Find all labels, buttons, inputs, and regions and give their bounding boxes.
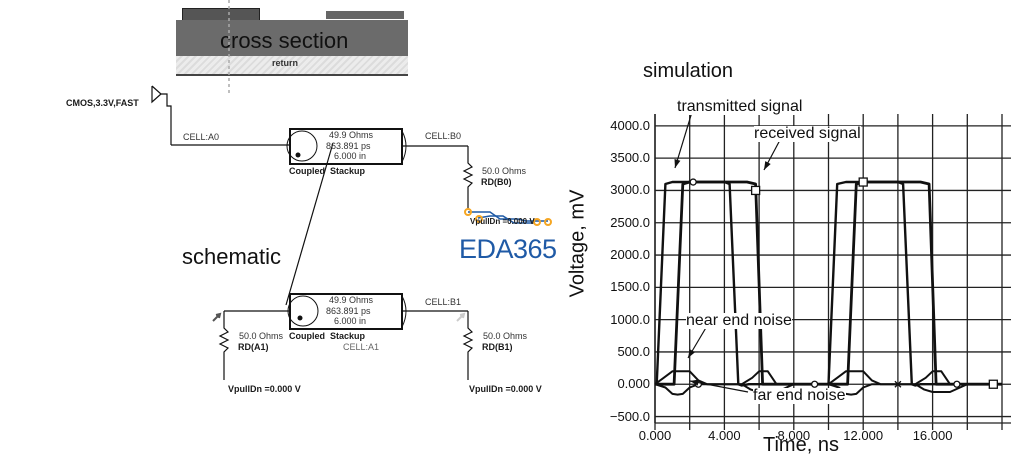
annotation-received: received signal — [754, 125, 861, 142]
y-tick-label: 3500.0 — [610, 150, 650, 166]
y-tick-label: 1000.0 — [610, 311, 650, 327]
stackup-top-length: 6.000 in — [334, 151, 367, 161]
series-marker — [689, 178, 697, 186]
annotation-near-end: near end noise — [686, 312, 792, 329]
pulldown-a1-label: VpullDn =0.000 V — [228, 384, 301, 394]
driver-icon — [151, 85, 162, 104]
series-marker — [858, 177, 868, 187]
x-tick-label: 4.000 — [708, 428, 741, 443]
annotation-far-end: far end noise — [753, 387, 846, 404]
x-tick-label: 8.000 — [777, 428, 811, 443]
arrow-far-end-head — [690, 379, 699, 386]
stackup-top[interactable]: 49.9 Ohms 863.891 ps 6.000 in Coupled St… — [289, 129, 402, 179]
y-tick-label: 500.0 — [617, 343, 650, 359]
y-tick-label: 2500.0 — [610, 214, 650, 230]
series-marker — [894, 380, 902, 388]
x-tick-label: 0.000 — [638, 428, 672, 443]
arrow-transmitted-head — [674, 159, 681, 168]
stackup-top-impedance: 49.9 Ohms — [329, 130, 374, 140]
chart-title: simulation — [643, 60, 734, 82]
resistor-b1-name: RD(B1) — [482, 342, 513, 352]
return-plane — [176, 56, 408, 76]
y-tick-label: 1500.0 — [610, 279, 650, 295]
stackup-bottom-name: Coupled Stackup — [289, 331, 366, 341]
schematic-label: schematic — [182, 244, 282, 269]
stackup-bottom-delay: 863.891 ps — [326, 306, 371, 316]
probe-a1-icon — [212, 312, 222, 322]
coupling-link — [285, 142, 334, 306]
resistor-a1-value: 50.0 Ohms — [239, 331, 284, 341]
stackup-bottom-length: 6.000 in — [334, 316, 367, 326]
stackup-top-box — [289, 128, 403, 165]
cross-section-title: cross section — [220, 28, 349, 53]
stackup-bottom[interactable]: 49.9 Ohms 863.891 ps 6.000 in Coupled St… — [289, 294, 402, 356]
schematic-wires — [151, 0, 552, 380]
logo-dot-icon — [464, 208, 472, 216]
y-tick-label: 2000.0 — [610, 247, 650, 263]
stackup-bottom-impedance: 49.9 Ohms — [329, 295, 374, 305]
series-marker — [988, 379, 998, 389]
y-tick-label: 0.000 — [617, 376, 650, 392]
resistor-b1-icon — [462, 311, 474, 380]
resistor-a1-icon — [218, 311, 230, 380]
y-tick-label: 3000.0 — [610, 182, 650, 198]
resistor-b0-value: 50.0 Ohms — [482, 166, 527, 176]
series-marker — [953, 380, 961, 388]
x-tick-label: 16.000 — [912, 428, 953, 443]
stackup-top-delay: 863.891 ps — [326, 141, 371, 151]
cell-b0-label: CELL:B0 — [425, 131, 462, 141]
y-tick-label: 4000.0 — [610, 117, 650, 133]
pulldown-b0-label: VpullDn =0.000 V — [470, 217, 535, 226]
trace-right — [326, 11, 404, 19]
driver-wire — [161, 93, 172, 145]
annotation-transmitted: transmitted signal — [677, 98, 803, 115]
watermark-logo: EDA365 — [459, 234, 557, 264]
x-tick-label: 12.000 — [843, 428, 884, 443]
pulldown-b1-label: VpullDn =0.000 V — [469, 384, 542, 394]
cell-b1-label: CELL:B1 — [425, 297, 462, 307]
series-marker — [810, 380, 819, 388]
arrow-far-end — [689, 380, 749, 393]
return-label: return — [272, 58, 299, 68]
arrow-near-end-head — [688, 349, 695, 358]
dielectric — [176, 20, 408, 56]
probe-b1-icon — [456, 312, 466, 322]
driver-label: CMOS,3.3V,FAST — [66, 98, 139, 108]
series-line-far-end-noise — [654, 383, 1002, 396]
stackup-top-name: Coupled Stackup — [289, 166, 366, 176]
resistor-b1-value: 50.0 Ohms — [483, 331, 528, 341]
cross-section: cross section return — [176, 0, 408, 90]
stackup-top-port — [286, 130, 318, 162]
resistor-b0-icon — [462, 146, 474, 210]
y-tick-label: −500.0 — [609, 408, 650, 424]
cell-a0-label: CELL:A0 — [183, 132, 220, 142]
resistor-b0-name: RD(B0) — [481, 177, 512, 187]
x-axis-label: Time, ns — [763, 434, 839, 456]
resistor-a1-name: RD(A1) — [238, 342, 269, 352]
series-marker — [750, 185, 761, 196]
cell-a1-label: CELL:A1 — [343, 342, 380, 352]
arrow-transmitted — [674, 111, 693, 169]
arrow-received-head — [764, 161, 771, 170]
